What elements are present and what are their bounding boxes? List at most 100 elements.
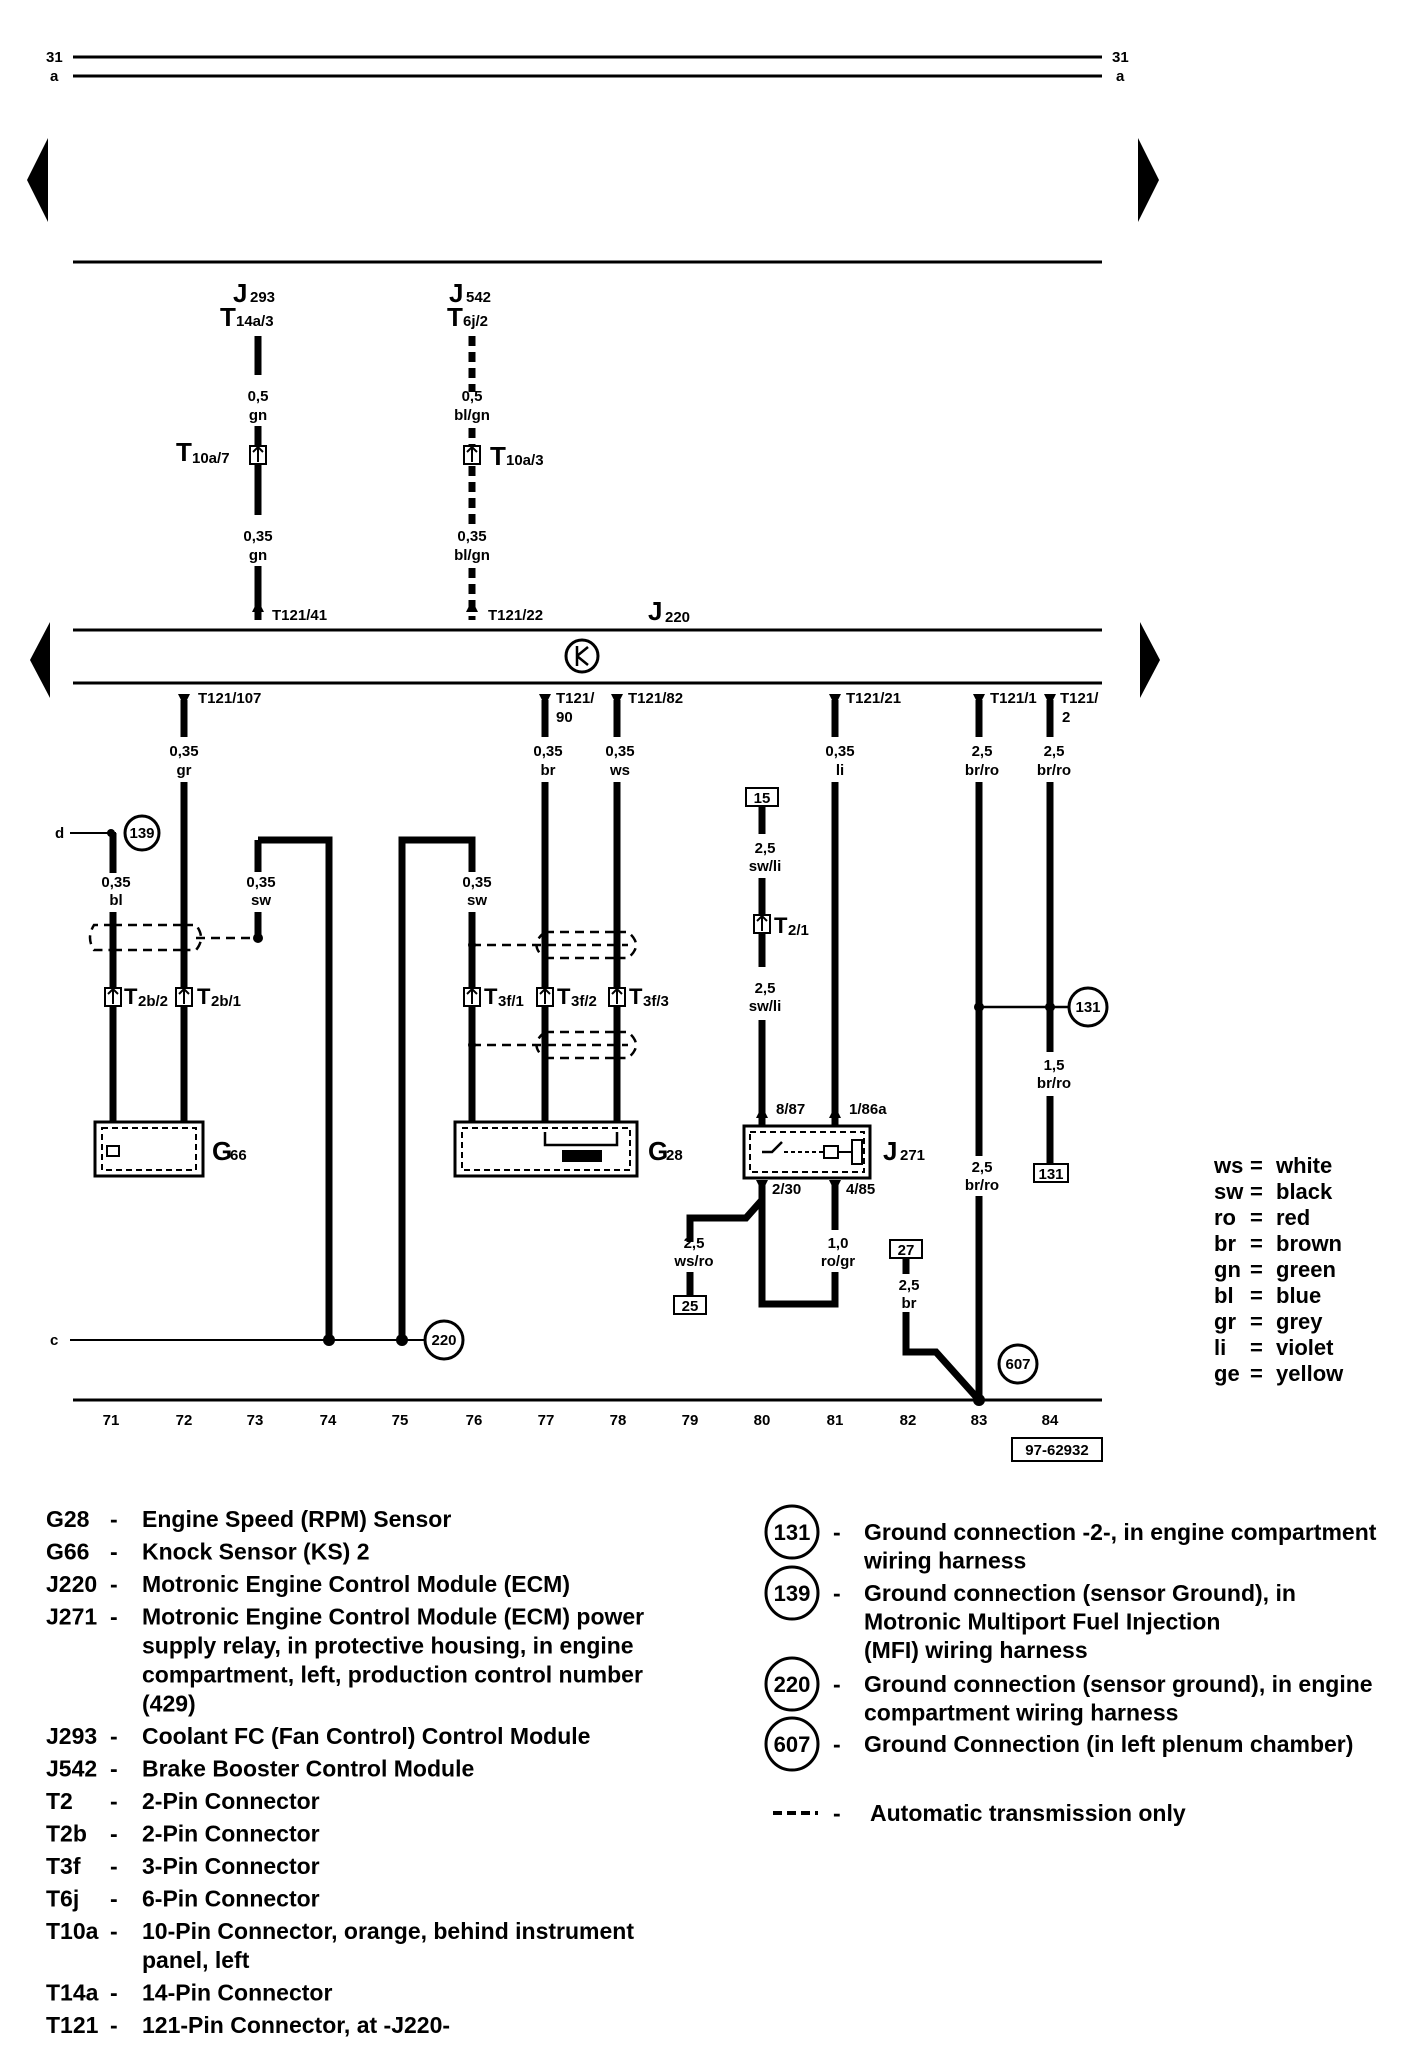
svg-text:T121/22: T121/22 [488,607,543,624]
rail-a-left: a [50,68,59,85]
svg-text:220: 220 [665,609,690,626]
svg-text:2,5: 2,5 [755,840,776,857]
svg-text:bl/gn: bl/gn [454,547,490,564]
legend-code: T10a [46,1918,99,1944]
color-key-name: blue [1276,1283,1321,1308]
rail-a-right: a [1116,68,1125,85]
svg-text:15: 15 [754,790,771,807]
legend-item-t3f: T3f-3-Pin Connector [46,1853,320,1879]
edge-d: d [55,825,64,842]
color-key-equals: = [1250,1231,1263,1256]
svg-text:0,35: 0,35 [246,874,275,891]
color-key-equals: = [1250,1153,1263,1178]
svg-text:ws/ro: ws/ro [673,1253,713,1270]
svg-text:2,5: 2,5 [899,1277,920,1294]
legend-code: J542 [46,1756,97,1782]
legend-text: wiring harness [863,1548,1026,1574]
wire-track-82: 27 2,5 br [889,1239,982,1403]
svg-text:T: T [774,913,788,938]
color-key-abbr: ge [1214,1361,1240,1386]
next-page-arrow-top[interactable] [1138,138,1159,222]
svg-text:T: T [197,984,211,1009]
legend-dash: - [110,1539,118,1565]
svg-text:T: T [124,984,138,1009]
svg-text:Automatic transmission only: Automatic transmission only [870,1800,1186,1826]
legend-dash: - [110,1604,118,1630]
legend-ground-131: 131-Ground connection -2-, in engine com… [764,1504,1377,1574]
svg-text:0,35: 0,35 [243,528,272,545]
legend-code: T3f [46,1853,81,1879]
svg-text:0,35: 0,35 [457,528,486,545]
svg-text:3f/1: 3f/1 [498,993,524,1010]
svg-text:T: T [220,302,236,332]
svg-text:J: J [449,278,463,308]
legend-dash: - [110,1788,118,1814]
svg-text:271: 271 [900,1147,925,1164]
legend-item-j293: J293-Coolant FC (Fan Control) Control Mo… [46,1723,590,1749]
legend-text: Motronic Engine Control Module (ECM) [142,1571,570,1597]
j271-relay: J 271 [742,1124,925,1180]
connector-t3f: T 3f/1 T 3f/2 T 3f/3 [463,984,669,1010]
next-page-arrow-ecm[interactable] [1140,622,1160,698]
ground-badge [764,1504,820,1560]
legend-code: J271 [46,1604,97,1630]
svg-text:2b/1: 2b/1 [211,993,241,1010]
legend-item-g28: G28-Engine Speed (RPM) Sensor [46,1506,451,1532]
ground-badge [764,1716,820,1772]
svg-text:gr: gr [177,762,192,779]
legend-item-j220: J220-Motronic Engine Control Module (ECM… [46,1571,570,1597]
color-key-name: green [1276,1257,1336,1282]
legend-text: Ground connection (sensor ground), in en… [864,1671,1373,1697]
svg-text:2,5: 2,5 [684,1235,705,1252]
legend-text: supply relay, in protective housing, in … [142,1633,634,1659]
connector-t2b: T 2b/2 T 2b/1 [104,984,241,1010]
track-number: 77 [538,1412,555,1429]
svg-text:2,5: 2,5 [972,1159,993,1176]
legend-item-t10a: T10a-10-Pin Connector, orange, behind in… [46,1918,634,1973]
color-key-name: brown [1276,1231,1342,1256]
svg-text:3f/3: 3f/3 [643,993,669,1010]
svg-text:J: J [883,1136,897,1166]
legend-dash: - [110,1853,118,1879]
color-key-abbr: li [1214,1335,1226,1360]
color-key-abbr: sw [1214,1179,1244,1204]
ground-139 [123,814,161,852]
color-key-abbr: gr [1214,1309,1236,1334]
svg-text:607: 607 [1005,1356,1030,1373]
wire-track-83: 2,5 br/ro 2,5 br/ro 607 [965,700,1039,1406]
legend-dash: - [110,2012,118,2038]
prev-page-arrow-top[interactable] [27,138,48,222]
track-number: 73 [247,1412,264,1429]
legend-item-t121: T121-121-Pin Connector, at -J220- [46,2012,450,2038]
wire-track-78: 0,35 ws [605,700,635,1132]
drawing-number-box [1011,1437,1103,1462]
legend-text: (429) [142,1691,196,1717]
wire-track-84: 2,5 br/ro 131 1,5 br/ro 131 [979,700,1109,1183]
legend-code: T2b [46,1821,87,1847]
svg-text:J: J [233,278,247,308]
color-key-equals: = [1250,1335,1263,1360]
color-key-equals: = [1250,1205,1263,1230]
legend-dash: - [110,1886,118,1912]
color-key-equals: = [1250,1309,1263,1334]
relay-output-230: 2/30 2,5 ws/ro 25 [673,1180,801,1315]
legend-text: Engine Speed (RPM) Sensor [142,1506,451,1532]
wire-j542-dashed: 0,5 bl/gn T 10a/3 0,35 bl/gn T121/22 [454,336,544,624]
svg-text:2,5: 2,5 [755,980,776,997]
svg-text:ws: ws [609,762,630,779]
svg-text:131: 131 [1075,999,1100,1016]
ground-badge [764,1565,820,1621]
legend-text: (MFI) wiring harness [864,1637,1088,1663]
color-key-equals: = [1250,1257,1263,1282]
svg-text:-: - [833,1800,841,1826]
legend-text: Motronic Multiport Fuel Injection [864,1609,1220,1635]
legend-text: 10-Pin Connector, orange, behind instrum… [142,1918,634,1944]
svg-text:sw/li: sw/li [749,858,782,875]
ground-rail-c: c 220 [50,1319,465,1361]
legend-dash: - [833,1731,841,1757]
wire-track-80: 15 2,5 sw/li T 2/1 2,5 sw/li 8/87 [745,787,809,1126]
color-key-abbr: gn [1214,1257,1241,1282]
prev-page-arrow-ecm[interactable] [30,622,50,698]
ground-badge-number: 220 [774,1672,811,1697]
